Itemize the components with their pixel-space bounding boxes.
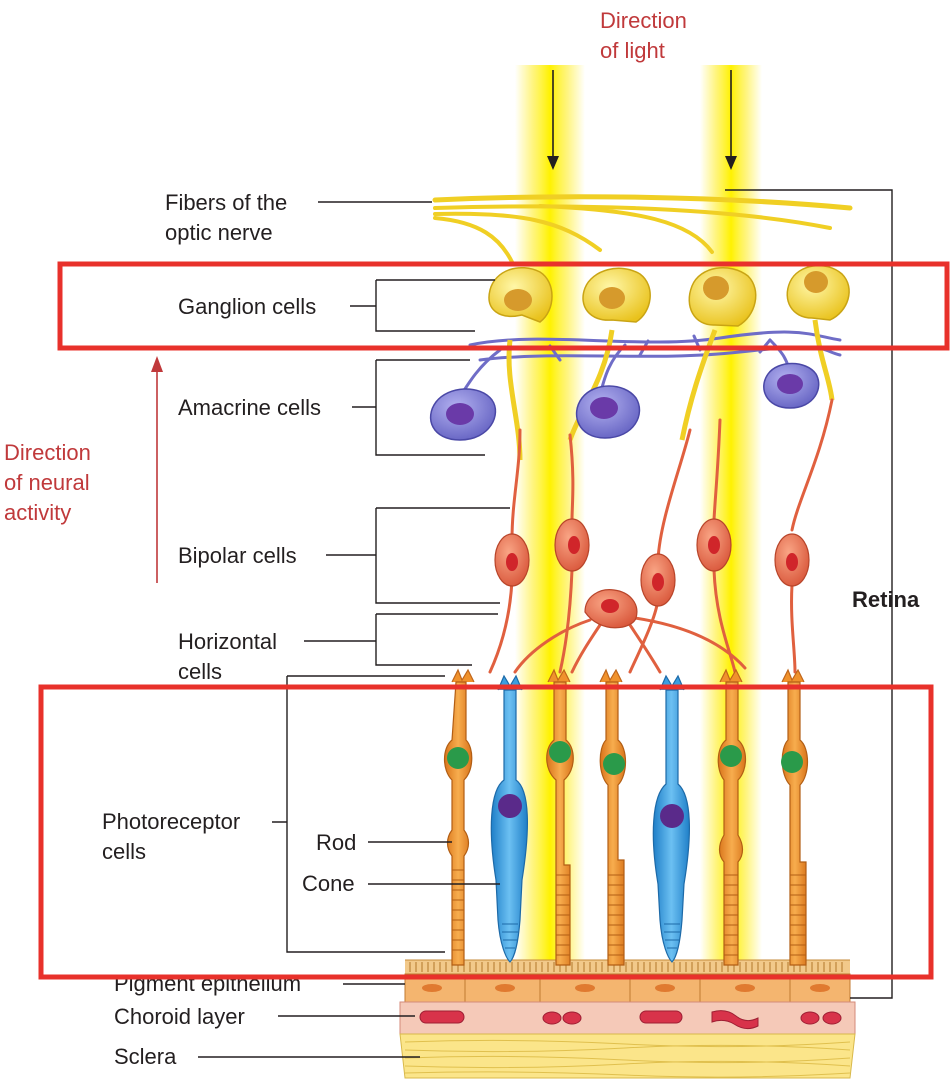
rod-cell (443, 668, 475, 966)
photoreceptor-label-1: Photoreceptor (102, 809, 240, 834)
neural-activity-arrow (151, 356, 163, 583)
fibers-label-1: Fibers of the (165, 190, 287, 215)
horizontal-label-2: cells (178, 659, 222, 684)
bipolar-cell (696, 518, 732, 572)
rod-label: Rod (316, 830, 356, 855)
retina-label: Retina (852, 587, 920, 612)
bipolar-cell (640, 553, 676, 607)
cone-cell (652, 674, 690, 963)
rod-cell (717, 668, 747, 966)
rod-cell (546, 668, 574, 966)
sclera-label: Sclera (114, 1044, 177, 1069)
tissue-layers (399, 959, 856, 1079)
amacrine-cell (763, 362, 820, 409)
cone-label: Cone (302, 871, 355, 896)
ganglion-highlight-box (57, 261, 950, 351)
direction-neural-label-3: activity (4, 500, 71, 525)
photoreceptors (443, 668, 809, 966)
bipolar-cell (774, 533, 810, 587)
optic-nerve-fibers (432, 194, 853, 264)
direction-of-light-label-2: of light (600, 38, 665, 63)
ganglion-cell (679, 267, 757, 441)
photoreceptor-highlight-box (38, 684, 934, 980)
rod-cell (599, 668, 627, 966)
amacrine-cell (575, 385, 641, 439)
bipolar-cell-bodies (494, 518, 810, 607)
bipolar-cell (494, 533, 530, 587)
ganglion-label: Ganglion cells (178, 294, 316, 319)
leader-lines (198, 201, 510, 1058)
direction-of-light-label-1: Direction (600, 8, 687, 33)
photoreceptor-label-2: cells (102, 839, 146, 864)
fibers-label-2: optic nerve (165, 220, 273, 245)
horizontal-cell (513, 589, 747, 674)
amacrine-cells (429, 362, 820, 441)
direction-neural-label-2: of neural (4, 470, 90, 495)
ganglion-cell (488, 267, 553, 461)
bipolar-cell (554, 518, 590, 572)
ganglion-cells (488, 264, 850, 461)
amacrine-cell (429, 388, 497, 441)
retina-bracket (725, 189, 893, 999)
bipolar-label: Bipolar cells (178, 543, 297, 568)
rod-cell (781, 668, 809, 966)
direction-neural-label-1: Direction (4, 440, 91, 465)
bipolar-cells (488, 398, 834, 674)
light-arrows (547, 70, 737, 170)
ganglion-cell (786, 264, 850, 401)
choroid-label: Choroid layer (114, 1004, 245, 1029)
amacrine-label: Amacrine cells (178, 395, 321, 420)
labels: Direction of light Fibers of the optic n… (4, 8, 920, 1069)
horizontal-label-1: Horizontal (178, 629, 277, 654)
